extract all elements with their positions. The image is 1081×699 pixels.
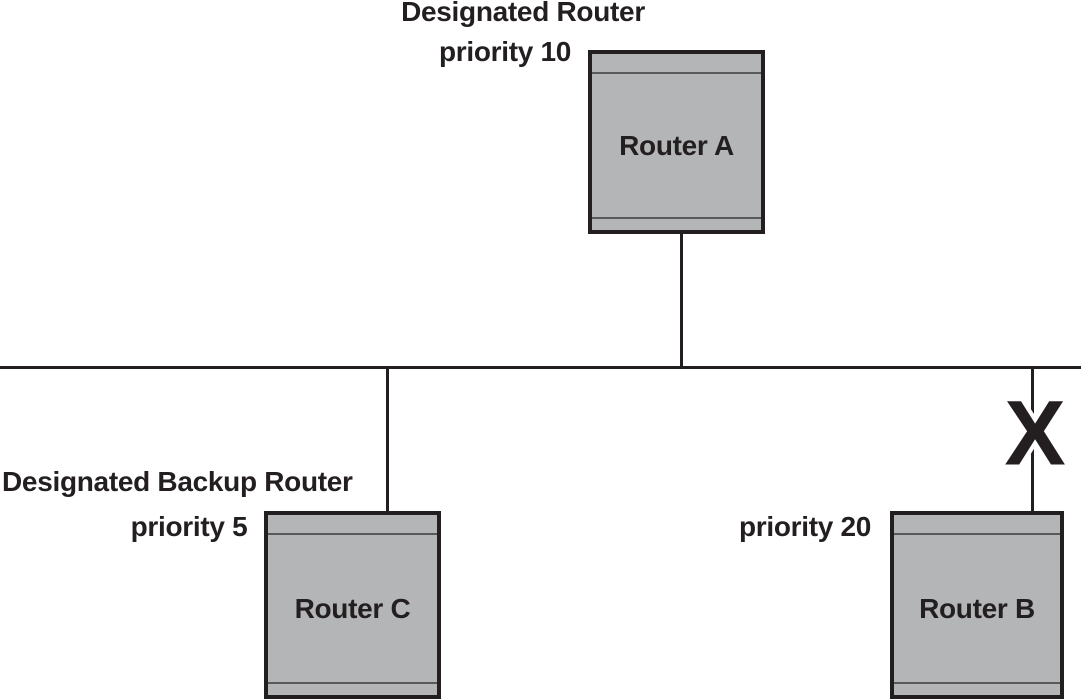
router-c-bottom-panel-line (268, 682, 437, 684)
router-b-box: Router B (890, 511, 1064, 699)
link-failure-x-mark: X (1004, 382, 1066, 485)
designated-backup-router-priority-label: priority 5 (130, 511, 248, 542)
router-b-label: Router B (919, 592, 1035, 624)
router-a-top-panel-line (592, 72, 761, 74)
network-segment-line (0, 366, 1081, 369)
router-c-top-panel-line (268, 533, 437, 535)
router-b-link-line (1031, 369, 1034, 512)
router-c-box: Router C (264, 511, 441, 699)
router-c-link-line (386, 369, 389, 512)
router-a-bottom-panel-line (592, 217, 761, 219)
router-a-label: Router A (619, 129, 734, 161)
designated-backup-router-label: Designated Backup Router (2, 466, 353, 497)
designated-router-priority-label: priority 10 (438, 36, 572, 67)
router-b-top-panel-line (894, 533, 1060, 535)
router-a-link-line (680, 234, 683, 367)
router-c-label: Router C (294, 592, 411, 624)
router-a-box: Router A (588, 50, 765, 234)
designated-router-label: Designated Router (401, 0, 645, 27)
router-b-priority-label: priority 20 (738, 511, 872, 542)
router-b-bottom-panel-line (894, 682, 1060, 684)
